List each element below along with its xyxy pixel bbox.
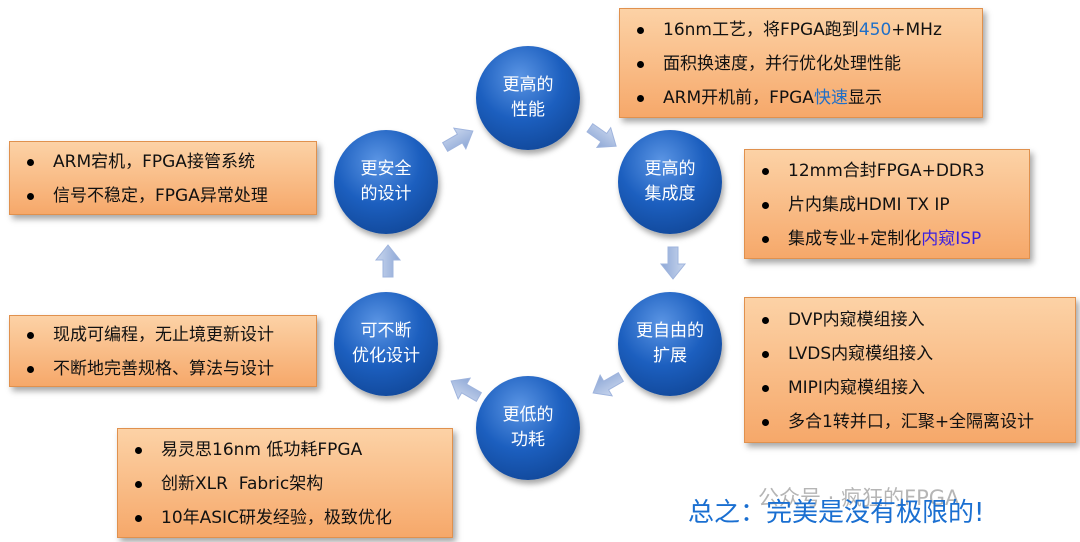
bullet-icon: [762, 385, 769, 392]
box-performance: 16nm工艺，将FPGA跑到450+MHz 面积换速度，并行优化处理性能 ARM…: [619, 8, 983, 118]
circle-power-line2: 功耗: [511, 430, 545, 450]
circle-expansion: 更自由的扩展: [618, 292, 722, 396]
circle-integration-line1: 更高的: [644, 159, 696, 179]
item-highlight: 快速: [813, 88, 848, 108]
circle-expansion-line1: 更自由的: [636, 321, 704, 341]
list-item: 创新XLR Fabric架构: [118, 467, 452, 501]
item-text: 不断地完善规格、算法与设计: [53, 359, 274, 379]
circle-safety-line1: 更安全: [360, 159, 412, 179]
bullet-icon: [762, 168, 769, 175]
bullet-icon: [27, 193, 34, 200]
list-item: 12mm合封FPGA+DDR3: [745, 154, 1029, 188]
box-power: 易灵思16nm 低功耗FPGA 创新XLR Fabric架构 10年ASIC研发…: [117, 428, 453, 538]
item-highlight: 内窥ISP: [921, 229, 982, 249]
bullet-icon: [135, 481, 142, 488]
bullet-icon: [762, 317, 769, 324]
bullet-icon: [135, 447, 142, 454]
item-text: LVDS内窥模组接入: [788, 344, 934, 364]
bullet-icon: [135, 515, 142, 522]
bullet-icon: [637, 61, 644, 68]
circle-power-line1: 更低的: [502, 405, 554, 425]
bullet-icon: [27, 159, 34, 166]
item-text-pre: ARM开机前，FPGA: [663, 88, 814, 108]
list-item: LVDS内窥模组接入: [745, 337, 1075, 371]
box-optimize: 现成可编程，无止境更新设计 不断地完善规格、算法与设计: [9, 315, 317, 387]
box-expansion: DVP内窥模组接入 LVDS内窥模组接入 MIPI内窥模组接入 多合1转并口，汇…: [744, 297, 1076, 443]
circle-optimize: 可不断优化设计: [334, 292, 438, 396]
circle-safety: 更安全的设计: [334, 130, 438, 234]
item-text: MIPI内窥模组接入: [788, 378, 925, 398]
item-text: 现成可编程，无止境更新设计: [53, 325, 274, 345]
item-text: 创新XLR Fabric架构: [161, 474, 324, 494]
item-text-post: 显示: [847, 88, 882, 108]
circle-optimize-line2: 优化设计: [352, 346, 420, 366]
item-text-pre: 16nm工艺，将FPGA跑到: [663, 20, 859, 40]
circle-performance: 更高的性能: [476, 46, 580, 150]
bullet-icon: [762, 202, 769, 209]
circle-performance-line1: 更高的: [502, 75, 554, 95]
arrow-power-to-optimize: [450, 377, 483, 403]
item-text-post: +MHz: [891, 20, 942, 40]
circle-power: 更低的功耗: [476, 376, 580, 480]
list-item: 面积换速度，并行优化处理性能: [620, 47, 982, 81]
item-text: 12mm合封FPGA+DDR3: [788, 161, 985, 181]
box-integration: 12mm合封FPGA+DDR3 片内集成HDMI TX IP 集成专业+定制化内…: [744, 149, 1030, 259]
item-text: 10年ASIC研发经验，极致优化: [161, 508, 392, 528]
list-item: ARM宕机，FPGA接管系统: [10, 145, 316, 179]
circle-integration: 更高的集成度: [618, 130, 722, 234]
item-text: ARM宕机，FPGA接管系统: [53, 152, 255, 172]
list-item: 片内集成HDMI TX IP: [745, 188, 1029, 222]
list-item: 不断地完善规格、算法与设计: [10, 352, 316, 386]
footer-slogan: 总之：完美是没有极限的!: [688, 498, 985, 528]
bullet-icon: [27, 366, 34, 373]
arrow-expansion-to-power: [592, 371, 625, 397]
list-item: MIPI内窥模组接入: [745, 371, 1075, 405]
item-text: 易灵思16nm 低功耗FPGA: [161, 440, 363, 460]
list-item: 集成专业+定制化内窥ISP: [745, 222, 1029, 256]
bullet-icon: [762, 236, 769, 243]
item-highlight: 450: [858, 20, 892, 40]
circle-optimize-line1: 可不断: [360, 321, 412, 341]
box-safety: ARM宕机，FPGA接管系统 信号不稳定，FPGA异常处理: [9, 141, 317, 215]
list-item: 10年ASIC研发经验，极致优化: [118, 501, 452, 535]
item-text: 多合1转并口，汇聚+全隔离设计: [788, 412, 1035, 432]
item-text-pre: 集成专业+定制化: [788, 229, 922, 249]
bullet-icon: [762, 351, 769, 358]
bullet-icon: [637, 27, 644, 34]
bullet-icon: [762, 419, 769, 426]
list-item: 16nm工艺，将FPGA跑到450+MHz: [620, 13, 982, 47]
list-item: 易灵思16nm 低功耗FPGA: [118, 433, 452, 467]
arrow-performance-to-integration: [586, 123, 617, 148]
bullet-icon: [27, 332, 34, 339]
item-text: 信号不稳定，FPGA异常处理: [53, 186, 268, 206]
item-text: 片内集成HDMI TX IP: [788, 195, 950, 215]
circle-performance-line2: 性能: [511, 100, 545, 120]
watermark: 公众号 · 疯狂的FPGA: [758, 486, 960, 510]
bullet-icon: [637, 95, 644, 102]
circle-integration-line2: 集成度: [644, 184, 696, 204]
arrow-integration-to-expansion: [659, 246, 687, 280]
list-item: DVP内窥模组接入: [745, 303, 1075, 337]
item-text: 面积换速度，并行优化处理性能: [663, 54, 901, 74]
item-text: DVP内窥模组接入: [788, 310, 925, 330]
list-item: 现成可编程，无止境更新设计: [10, 318, 316, 352]
list-item: 多合1转并口，汇聚+全隔离设计: [745, 405, 1075, 439]
arrow-optimize-to-safety: [374, 244, 402, 278]
list-item: 信号不稳定，FPGA异常处理: [10, 179, 316, 213]
arrow-safety-to-performance: [441, 127, 474, 153]
circle-safety-line2: 的设计: [360, 184, 412, 204]
circle-expansion-line2: 扩展: [653, 346, 687, 366]
list-item: ARM开机前，FPGA快速显示: [620, 81, 982, 115]
